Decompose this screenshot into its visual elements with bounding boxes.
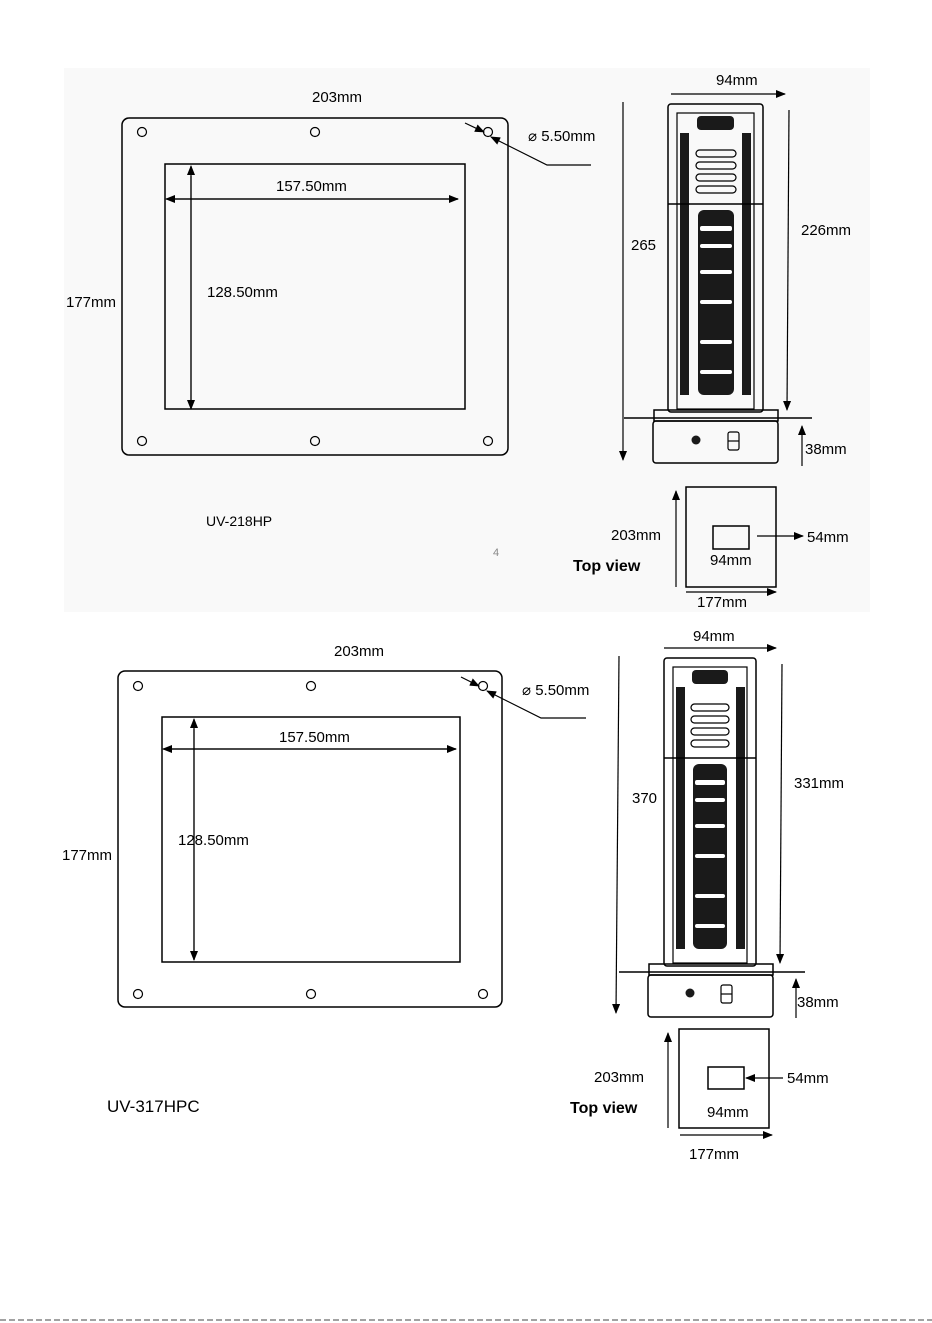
total-height-label: 370 — [632, 790, 657, 807]
model-label: UV-317HPC — [107, 1097, 200, 1116]
base-height-label: 38mm — [805, 441, 847, 458]
plate-height-label: 177mm — [62, 847, 112, 864]
top-view-inner-depth-label: 54mm — [787, 1070, 829, 1087]
unit-width-label: 94mm — [716, 72, 758, 89]
top-view-width-label: 177mm — [689, 1146, 739, 1163]
uv-lamp-side-view-2 — [619, 658, 805, 1017]
mounting-hole — [479, 682, 488, 691]
cutout-width-label: 157.50mm — [276, 178, 347, 195]
plate-width-label: 203mm — [312, 89, 362, 106]
page-number: 4 — [493, 547, 499, 559]
top-view-depth-label: 203mm — [594, 1069, 644, 1086]
top-view-title: Top view — [570, 1100, 638, 1117]
model-label: UV-218HP — [206, 513, 272, 529]
total-height-arrow — [616, 656, 619, 1013]
panel-uv-317hpc: 203mm 177mm ⌀ 5.50mm 157.50mm 128.50mm U… — [62, 628, 844, 1163]
hole-diameter-label: ⌀ 5.50mm — [528, 128, 595, 145]
mounting-hole — [307, 990, 316, 999]
lamp-height-label: 226mm — [801, 222, 851, 239]
mounting-hole — [134, 990, 143, 999]
cutout-width-label: 157.50mm — [279, 729, 350, 746]
plate-outline — [118, 671, 502, 1007]
lamp-height-label: 331mm — [794, 775, 844, 792]
top-view-title: Top view — [573, 558, 641, 575]
plate-height-label: 177mm — [66, 294, 116, 311]
top-view-width-label: 177mm — [697, 594, 747, 611]
mounting-hole — [307, 682, 316, 691]
base-height-label: 38mm — [797, 994, 839, 1011]
cutout-height-label: 128.50mm — [207, 284, 278, 301]
mounting-hole — [134, 682, 143, 691]
top-view-inner-width-label: 94mm — [710, 552, 752, 569]
total-height-label: 265 — [631, 237, 656, 254]
cutout-height-label: 128.50mm — [178, 832, 249, 849]
mounting-hole — [479, 990, 488, 999]
unit-width-label: 94mm — [693, 628, 735, 645]
hole-diameter-label: ⌀ 5.50mm — [522, 682, 589, 699]
top-view-inner-depth-label: 54mm — [807, 529, 849, 546]
top-view-inner-width-label: 94mm — [707, 1104, 749, 1121]
plate-width-label: 203mm — [334, 643, 384, 660]
top-view-depth-label: 203mm — [611, 527, 661, 544]
lamp-height-arrow — [780, 664, 782, 963]
